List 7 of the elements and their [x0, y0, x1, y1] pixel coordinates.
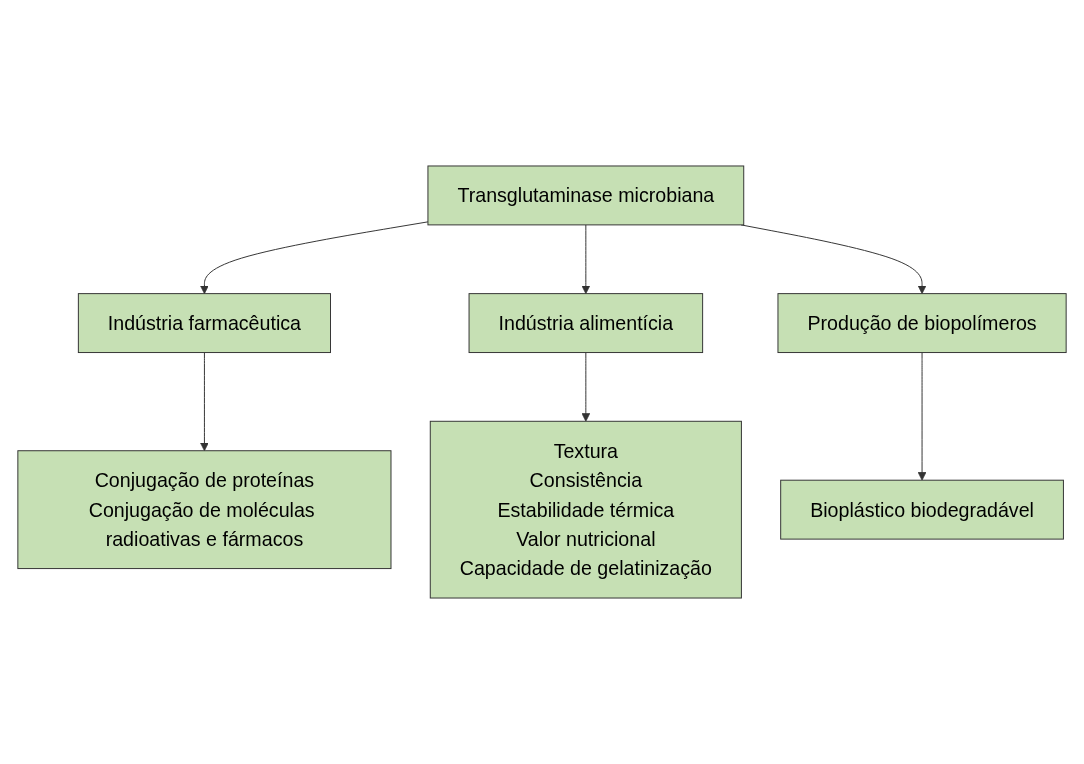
node-box: Bioplástico biodegradável — [780, 479, 1064, 540]
node-box: Indústria alimentícia — [468, 293, 704, 354]
node-box: Indústria farmacêutica — [77, 293, 331, 354]
node-box: Transglutaminase microbiana — [427, 165, 745, 226]
node-box: Conjugação de proteínas Conjugação de moléculas radioativas e fármacos — [17, 450, 392, 570]
node-box: Textura Consistência Estabilidade térmica Valor nutricional Capacidade de gelatinização — [429, 420, 742, 599]
node-box: Produção de biopolímeros — [777, 293, 1067, 354]
